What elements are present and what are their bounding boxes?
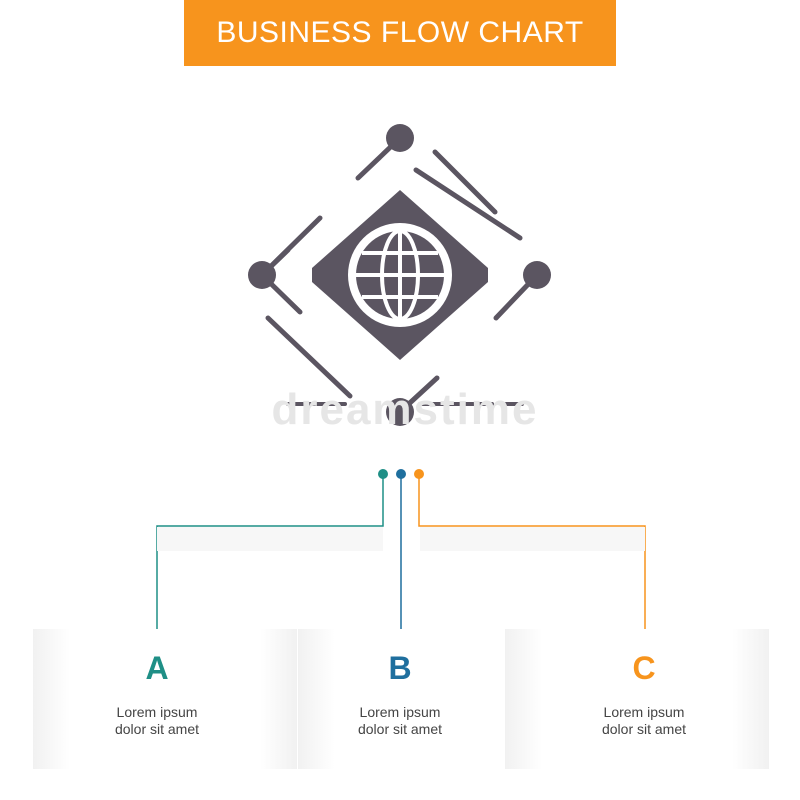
connector-dot-c	[414, 469, 424, 479]
step-text-c-line1: Lorem ipsum	[603, 704, 685, 720]
step-text-b-line1: Lorem ipsum	[359, 704, 441, 720]
watermark: dreamstime	[271, 385, 539, 434]
step-text-b: Lorem ipsum dolor sit amet	[268, 704, 532, 738]
step-text-a-line2: dolor sit amet	[114, 721, 200, 737]
step-panel-a	[33, 629, 297, 769]
step-letter-b: B	[388, 650, 412, 686]
step-text-c: Lorem ipsum dolor sit amet	[512, 704, 776, 738]
step-panel-c	[505, 629, 769, 769]
step-text-a-line1: Lorem ipsum	[116, 704, 198, 720]
connector-dot-a	[378, 469, 388, 479]
step-letter-c: C	[632, 650, 656, 686]
page-title: BUSINESS FLOW CHART	[184, 0, 616, 66]
step-text-c-line2: dolor sit amet	[601, 721, 687, 737]
step-letter-a: A	[145, 650, 169, 686]
globe-network-icon	[248, 124, 551, 426]
connector-dot-b	[396, 469, 406, 479]
step-text-b-line2: dolor sit amet	[357, 721, 443, 737]
step-text-a: Lorem ipsum dolor sit amet	[25, 704, 289, 738]
